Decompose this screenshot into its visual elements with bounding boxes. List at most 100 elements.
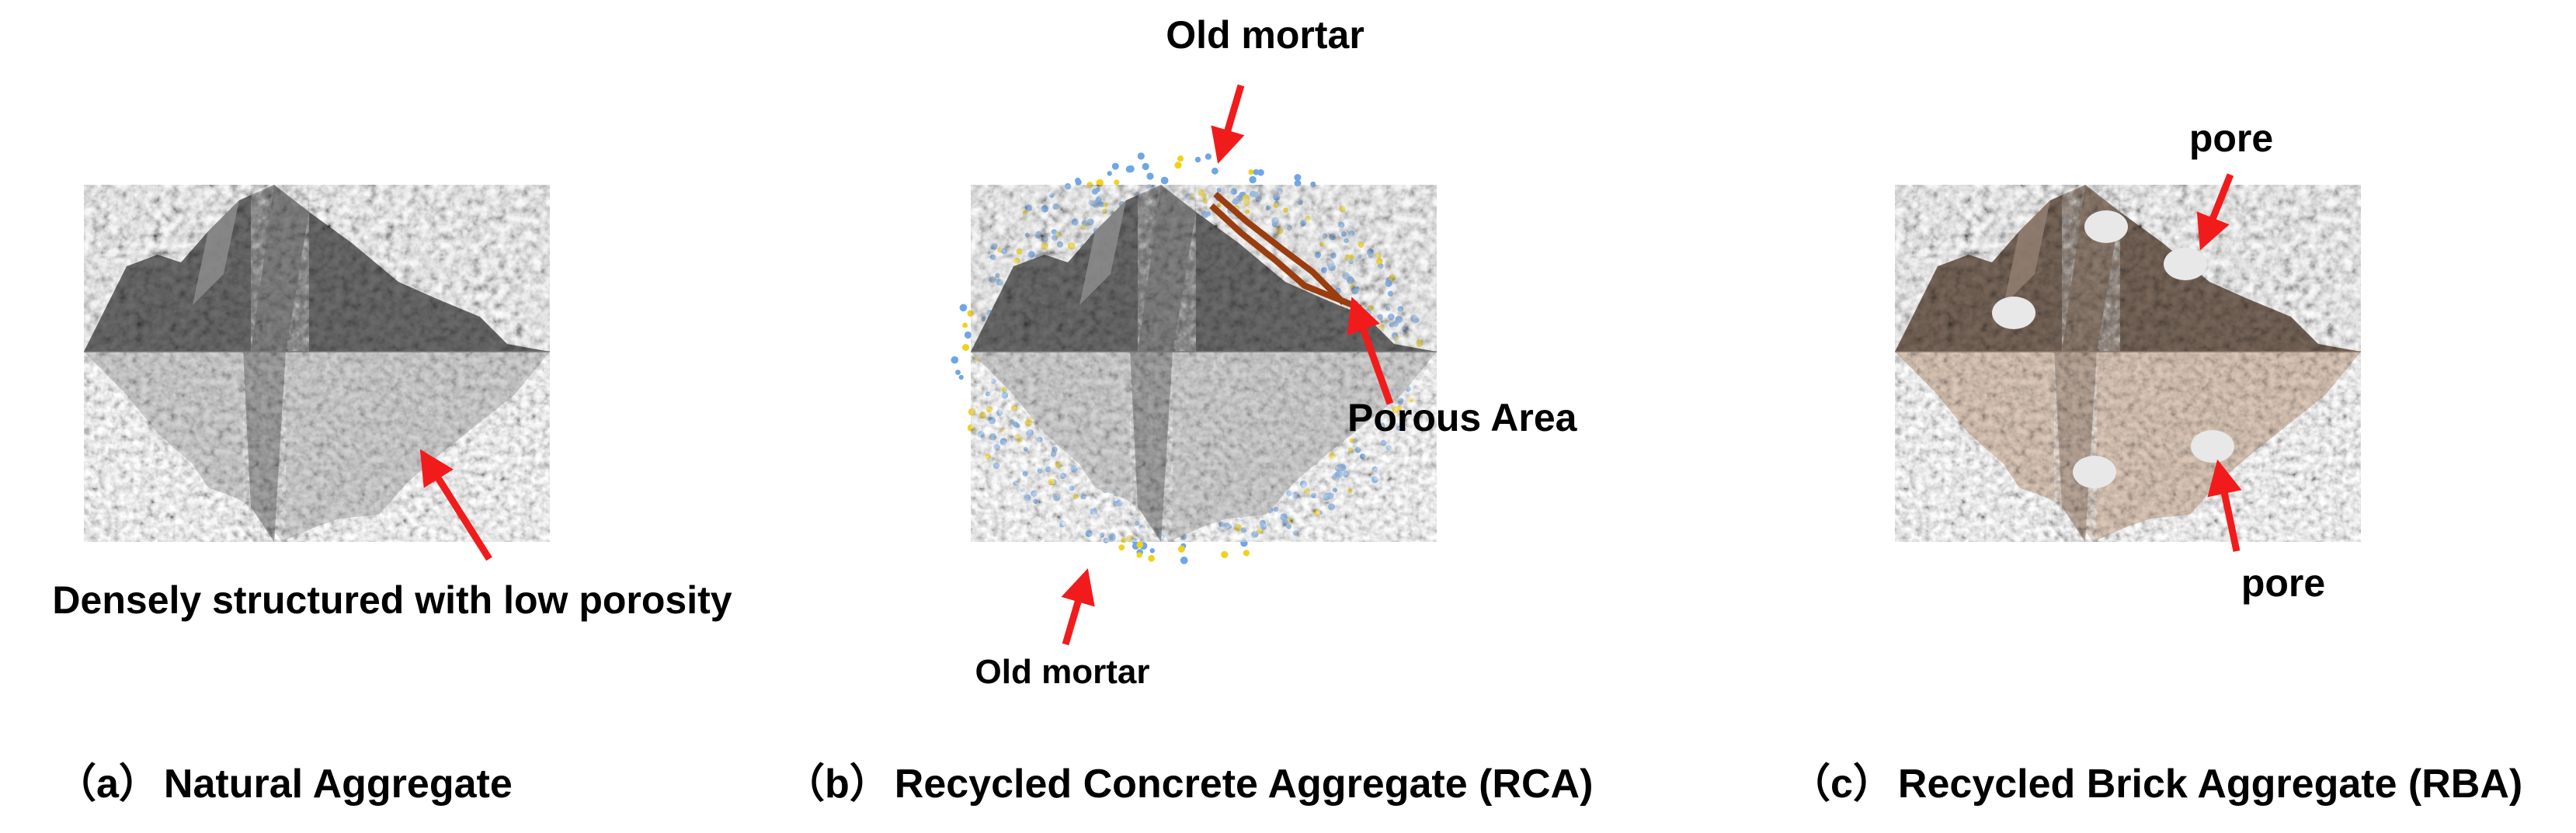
mortar-particle <box>991 379 996 384</box>
mortar-particle <box>1027 206 1032 211</box>
mortar-particle <box>1396 316 1403 324</box>
mortar-particle <box>1338 463 1346 471</box>
mortar-particle <box>1276 188 1283 195</box>
mortar-particle <box>1087 219 1094 226</box>
panel-natural-aggregate: Densely structured with low porosity （a）… <box>52 185 732 807</box>
pore-bottom-arrow <box>2220 470 2237 551</box>
mortar-particle <box>1142 163 1149 170</box>
mortar-particle <box>962 344 969 351</box>
mortar-particle <box>1253 192 1259 198</box>
mortar-particle <box>1138 152 1145 159</box>
mortar-particle <box>1023 471 1028 477</box>
mortar-particle <box>1174 161 1181 168</box>
mortar-particle <box>1001 248 1007 254</box>
mortar-particle <box>1410 314 1418 322</box>
mortar-particle <box>1348 448 1354 453</box>
pore-bottom-annotation: pore <box>2241 561 2325 605</box>
mortar-particle <box>1025 233 1030 238</box>
mortar-particle <box>1100 533 1105 538</box>
mortar-particle <box>989 417 996 425</box>
mortar-particle <box>1333 475 1339 481</box>
mortar-particle <box>1339 206 1346 213</box>
mortar-particle <box>1311 493 1316 498</box>
mortar-particle <box>1069 485 1075 491</box>
mortar-particle <box>1002 387 1006 392</box>
mortar-particle <box>1001 392 1008 399</box>
mortar-particle <box>1013 258 1020 265</box>
mortar-particle <box>1292 492 1299 499</box>
mortar-particle <box>1280 513 1288 521</box>
mortar-particle <box>1372 467 1378 472</box>
panel-b-title: Recycled Concrete Aggregate (RCA) <box>895 762 1594 807</box>
mortar-particle <box>989 433 996 440</box>
mortar-particle <box>1024 418 1032 426</box>
old-mortar-top-arrow <box>1221 85 1241 154</box>
mortar-particle <box>1178 546 1185 553</box>
mortar-particle <box>1344 255 1351 261</box>
mortar-particle <box>996 279 1003 286</box>
mortar-particle <box>1217 203 1222 207</box>
mortar-particle <box>1355 447 1361 453</box>
mortar-particle <box>1287 225 1292 231</box>
mortar-particle <box>1212 168 1218 175</box>
mortar-particle <box>1114 179 1119 185</box>
mortar-particle <box>1057 241 1063 248</box>
mortar-particle <box>1329 233 1336 240</box>
mortar-particle <box>1226 524 1232 529</box>
pore-2 <box>1992 297 2035 329</box>
mortar-particle <box>1273 203 1278 208</box>
mortar-particle <box>1360 453 1366 460</box>
mortar-particle <box>1017 248 1023 255</box>
mortar-particle <box>1086 182 1093 188</box>
mortar-particle <box>968 425 975 432</box>
mortar-particle <box>1198 189 1205 196</box>
mortar-particle <box>1024 495 1031 502</box>
old-mortar-bottom-arrow <box>1066 578 1085 644</box>
mortar-particle <box>1348 231 1354 237</box>
mortar-particle <box>1364 309 1371 317</box>
mortar-particle <box>962 323 968 328</box>
mortar-particle <box>1205 154 1212 160</box>
mortar-particle <box>1305 216 1310 221</box>
mortar-particle <box>1329 453 1336 460</box>
mortar-particle <box>1093 200 1100 208</box>
mortar-particle <box>1146 172 1153 179</box>
mortar-particle <box>1260 524 1267 530</box>
mortar-particle <box>1286 491 1292 497</box>
mortar-particle <box>1121 538 1127 543</box>
mortar-particle <box>1257 169 1264 176</box>
mortar-particle <box>1304 488 1310 495</box>
mortar-particle <box>1398 306 1404 312</box>
mortar-particle <box>960 304 968 312</box>
mortar-particle <box>986 391 990 396</box>
mortar-particle <box>1076 179 1082 185</box>
mortar-particle <box>1024 446 1028 451</box>
mortar-particle <box>1416 339 1424 347</box>
mortar-particle <box>1202 199 1208 204</box>
panel-recycled-concrete-aggregate: Old mortar Porous Area Old mortar （b）Rec… <box>784 13 1593 807</box>
mortar-particle <box>1300 220 1306 227</box>
mortar-particle <box>1033 499 1038 504</box>
mortar-particle <box>1041 235 1048 242</box>
mortar-particle <box>1015 434 1020 439</box>
old-mortar-bottom-annotation: Old mortar <box>975 653 1150 691</box>
mortar-particle <box>1249 169 1254 175</box>
mortar-particle <box>1328 263 1336 271</box>
mortar-particle <box>1347 488 1352 493</box>
mortar-particle <box>1107 171 1112 175</box>
mortar-particle <box>1338 222 1344 228</box>
mortar-particle <box>1118 544 1125 550</box>
mortar-particle <box>1385 306 1390 311</box>
mortar-particle <box>1112 163 1119 170</box>
mortar-particle <box>1053 494 1061 502</box>
pore-5 <box>2191 430 2234 463</box>
mortar-particle <box>1243 550 1250 556</box>
mortar-particle <box>1375 252 1382 258</box>
pore-3 <box>2164 248 2207 280</box>
mortar-particle <box>1049 193 1055 198</box>
mortar-particle <box>1344 238 1349 244</box>
mortar-particle <box>1218 522 1224 527</box>
mortar-particle <box>1243 195 1250 203</box>
mortar-particle <box>985 453 991 460</box>
mortar-particle <box>1330 252 1337 259</box>
